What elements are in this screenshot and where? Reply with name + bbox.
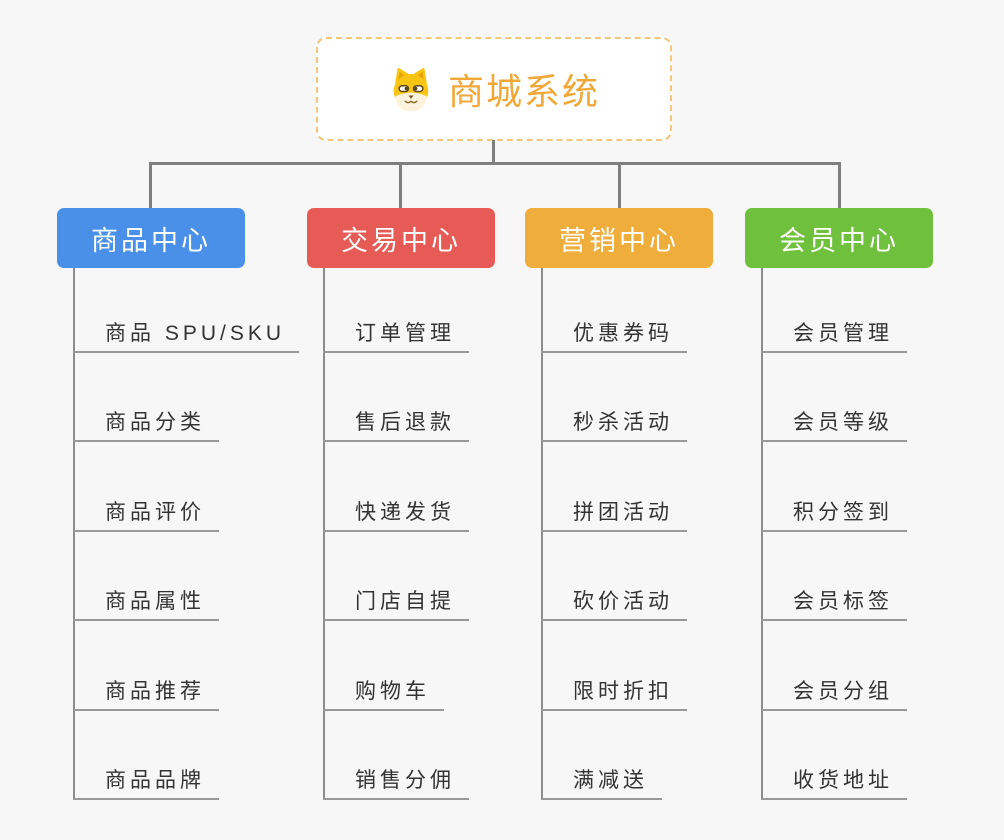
branch-marketing-center: 营销中心 优惠券码 秒杀活动 拼团活动 砍价活动 限时折扣 满减送 [525, 208, 713, 800]
leaf-express-delivery[interactable]: 快递发货 [323, 496, 469, 532]
leaf-member-tag[interactable]: 会员标签 [761, 585, 907, 621]
leaf-flash-sale[interactable]: 秒杀活动 [541, 406, 687, 442]
leaf-product-recommend[interactable]: 商品推荐 [73, 675, 219, 711]
branch-node-trade-center[interactable]: 交易中心 [307, 208, 495, 268]
leaf-product-category[interactable]: 商品分类 [73, 406, 219, 442]
connector-drop-product [149, 164, 152, 208]
leaf-time-limited-discount[interactable]: 限时折扣 [541, 675, 687, 711]
leaf-sales-commission[interactable]: 销售分佣 [323, 764, 469, 800]
branch-node-product-center[interactable]: 商品中心 [57, 208, 245, 268]
leaf-order-management[interactable]: 订单管理 [323, 317, 469, 353]
leaf-aftersale-refund[interactable]: 售后退款 [323, 406, 469, 442]
connector-drop-trade [399, 164, 402, 208]
root-title: 商城系统 [447, 71, 600, 112]
branch-node-marketing-center[interactable]: 营销中心 [525, 208, 713, 268]
leaf-coupon-code[interactable]: 优惠券码 [541, 317, 687, 353]
leaf-product-attribute[interactable]: 商品属性 [73, 585, 219, 621]
leaf-full-reduction[interactable]: 满减送 [541, 764, 662, 800]
leaf-store-pickup[interactable]: 门店自提 [323, 585, 469, 621]
branch-member-center: 会员中心 会员管理 会员等级 积分签到 会员标签 会员分组 收货地址 [745, 208, 933, 800]
branch-node-member-center[interactable]: 会员中心 [745, 208, 933, 268]
root-node[interactable]: 商城系统 [316, 37, 672, 141]
leaf-points-checkin[interactable]: 积分签到 [761, 496, 907, 532]
branch-line [323, 268, 325, 800]
leaf-product-brand[interactable]: 商品品牌 [73, 764, 219, 800]
leaf-group-buy[interactable]: 拼团活动 [541, 496, 687, 532]
branch-line [761, 268, 763, 800]
leaf-member-group[interactable]: 会员分组 [761, 675, 907, 711]
connector-horizontal-bar [149, 162, 841, 165]
branch-trade-center: 交易中心 订单管理 售后退款 快递发货 门店自提 购物车 销售分佣 [307, 208, 495, 800]
branch-line [541, 268, 543, 800]
leaf-product-spu-sku[interactable]: 商品 SPU/SKU [73, 317, 300, 353]
leaf-member-level[interactable]: 会员等级 [761, 406, 907, 442]
connector-drop-marketing [618, 164, 621, 208]
dog-face-icon [393, 68, 429, 111]
leaf-bargain-activity[interactable]: 砍价活动 [541, 585, 687, 621]
leaf-shopping-cart[interactable]: 购物车 [323, 675, 444, 711]
leaf-shipping-address[interactable]: 收货地址 [761, 764, 907, 800]
leaf-member-management[interactable]: 会员管理 [761, 317, 907, 353]
connector-drop-member [838, 164, 841, 208]
leaf-product-review[interactable]: 商品评价 [73, 496, 219, 532]
connector-root-stem [492, 140, 495, 164]
branch-product-center: 商品中心 商品 SPU/SKU 商品分类 商品评价 商品属性 商品推荐 商品品牌 [57, 208, 300, 800]
branch-line [73, 268, 75, 800]
